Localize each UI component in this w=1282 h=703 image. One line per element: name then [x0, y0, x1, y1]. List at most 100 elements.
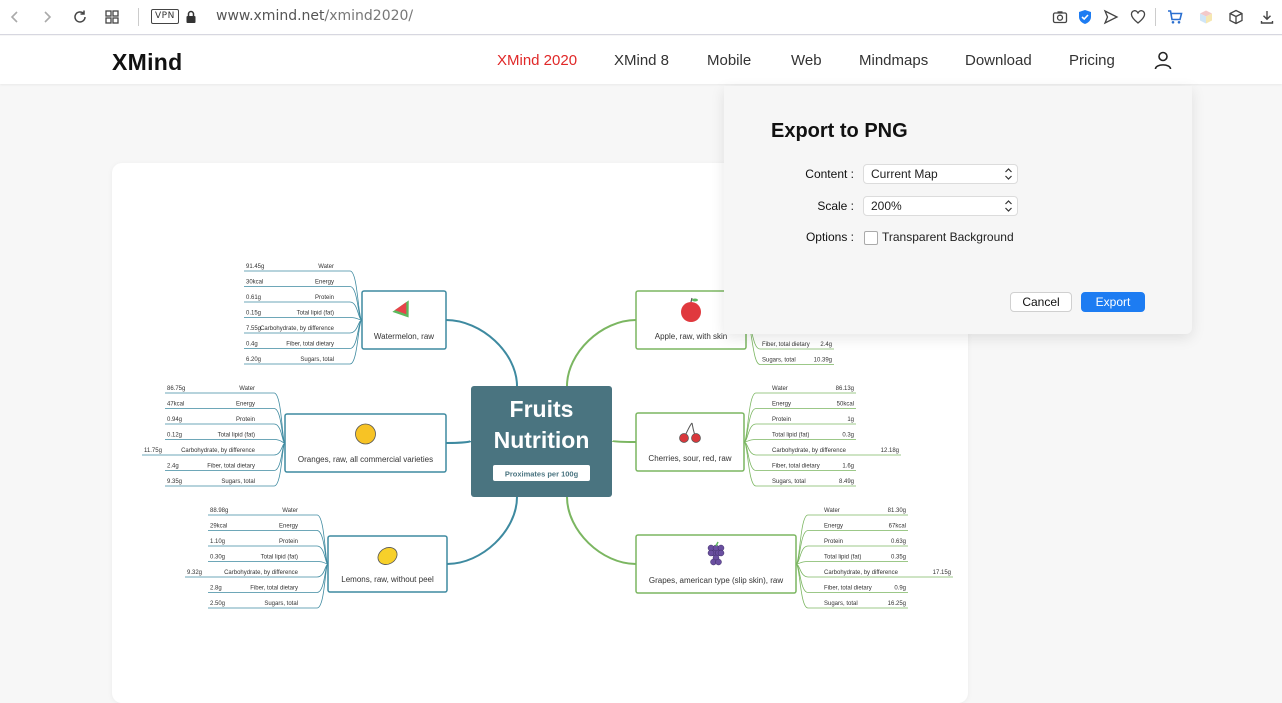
branch-connector [446, 496, 518, 565]
fruit-node-label: Grapes, american type (slip skin), raw [649, 576, 783, 585]
leaf-value: 9.35g [167, 479, 182, 485]
nav-xmind-2020[interactable]: XMind 2020 [497, 52, 578, 69]
leaf-value: 0.94g [167, 417, 182, 423]
leaf-label: Protein [315, 295, 334, 301]
apple-icon [681, 297, 701, 322]
leaf-value: 86.13g [836, 386, 854, 392]
forward-icon[interactable] [37, 7, 57, 27]
leaf-label: Carbohydrate, by difference [224, 570, 299, 576]
toolbar-separator [138, 8, 139, 26]
send-icon[interactable] [1101, 7, 1121, 27]
heart-icon[interactable] [1128, 7, 1148, 27]
mindmap-svg: Water91.45gEnergy30kcalProtein0.61gTotal… [142, 264, 953, 609]
cancel-button[interactable]: Cancel [1010, 292, 1072, 312]
central-subtitle: Proximates per 100g [505, 470, 579, 479]
nav-mobile[interactable]: Mobile [707, 52, 752, 69]
fruit-node-label: Lemons, raw, without peel [341, 575, 434, 584]
transparent-background-checkbox[interactable] [864, 231, 878, 245]
transparent-background-label[interactable]: Transparent Background [882, 230, 1014, 244]
watermelon-flesh [394, 302, 407, 315]
leaf-value: 1.6g [842, 464, 854, 470]
nav-xmind-8[interactable]: XMind 8 [614, 52, 670, 69]
branch-connector [445, 319, 518, 387]
download-icon[interactable] [1257, 7, 1277, 27]
lemon-body [377, 547, 398, 565]
leaf-value: 0.9g [894, 586, 906, 592]
address-bar[interactable]: www.xmind.net/xmind2020/ [216, 8, 413, 24]
leaf-label: Protein [824, 539, 843, 545]
content-select[interactable]: Current Map [863, 164, 1018, 184]
extension-cube-color-icon[interactable] [1196, 7, 1216, 27]
leaf-label: Fiber, total dietary [772, 464, 820, 470]
leaf-value: 2.8g [210, 586, 222, 592]
camera-icon[interactable] [1050, 7, 1070, 27]
leaf-label: Sugars, total [824, 601, 858, 607]
back-icon[interactable] [5, 7, 25, 27]
nav-mindmaps[interactable]: Mindmaps [859, 52, 929, 69]
vpn-badge[interactable]: VPN [151, 9, 179, 24]
cart-icon[interactable] [1165, 7, 1185, 27]
options-label: Options : [805, 230, 854, 244]
central-topic[interactable]: Fruits Nutrition Proximates per 100g [471, 386, 612, 497]
apple-body [681, 302, 701, 322]
leaf-value: 12.18g [881, 448, 899, 454]
tabs-grid-icon[interactable] [102, 7, 122, 27]
leaf-value: 0.4g [246, 342, 258, 348]
leaf-label: Energy [236, 402, 255, 408]
leaf-label: Energy [772, 402, 791, 408]
leaf-value: 10.39g [814, 358, 832, 364]
fruit-node-label: Oranges, raw, all commercial varieties [298, 455, 433, 464]
leaf-value: 91.45g [246, 264, 264, 270]
user-account-icon[interactable] [1153, 50, 1173, 70]
nav-pricing[interactable]: Pricing [1069, 52, 1115, 69]
leaf-label: Carbohydrate, by difference [772, 448, 847, 454]
lock-icon[interactable] [181, 7, 201, 27]
export-button[interactable]: Export [1081, 292, 1145, 312]
leaf-label: Carbohydrate, by difference [181, 448, 256, 454]
leaf-label: Sugars, total [264, 601, 298, 607]
xmind-logo[interactable]: XMind [112, 49, 183, 75]
branch-connector [566, 319, 637, 387]
branch-connector [611, 440, 637, 443]
reload-icon[interactable] [70, 7, 90, 27]
leaf-value: 2.4g [820, 342, 832, 348]
branch-connector [445, 440, 472, 444]
leaf-value: 0.15g [246, 311, 261, 317]
leaf-label: Fiber, total dietary [207, 464, 255, 470]
leaf-label: Sugars, total [300, 357, 334, 363]
leaf-label: Water [824, 508, 840, 514]
mindmap-leaves: Water91.45gEnergy30kcalProtein0.61gTotal… [142, 264, 953, 609]
leaf-label: Total lipid (fat) [772, 433, 809, 439]
grapes-icon [707, 541, 725, 566]
content-select-value: Current Map [871, 167, 938, 181]
orange-icon [355, 423, 376, 445]
leaf-value: 1g [847, 417, 854, 423]
extension-cube-icon[interactable] [1226, 7, 1246, 27]
nav-web[interactable]: Web [791, 52, 822, 69]
leaf-label: Sugars, total [772, 479, 806, 485]
fruit-node-box [361, 290, 447, 350]
leaf-label: Water [239, 386, 255, 392]
leaf-value: 88.98g [210, 508, 228, 514]
leaf-connector [795, 545, 809, 565]
leaf-value: 2.50g [210, 601, 225, 607]
orange-body [355, 423, 376, 445]
leaf-label: Protein [772, 417, 791, 423]
grape [707, 549, 715, 557]
leaf-label: Carbohydrate, by difference [824, 570, 899, 576]
leaf-label: Carbohydrate, by difference [260, 326, 335, 332]
apple-stem [690, 297, 693, 303]
leaf-connector [795, 563, 809, 609]
leaf-value: 50kcal [837, 402, 854, 408]
cherry-left [679, 433, 689, 443]
leaf-label: Total lipid (fat) [261, 555, 298, 561]
url-path: /xmind2020/ [324, 8, 414, 24]
grape [717, 549, 725, 557]
leaf-value: 11.75g [144, 448, 162, 454]
url-domain: www.xmind.net [216, 8, 325, 24]
shield-check-icon[interactable] [1075, 7, 1095, 27]
leaf-connector [349, 301, 363, 321]
content-label: Content : [805, 167, 854, 181]
nav-download[interactable]: Download [965, 52, 1032, 69]
scale-select[interactable]: 200% [863, 196, 1018, 216]
